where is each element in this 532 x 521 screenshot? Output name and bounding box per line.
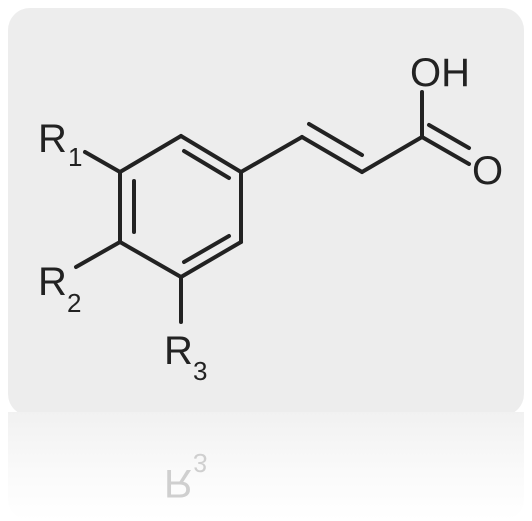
- r3-subscript: 3: [193, 356, 207, 386]
- carbonyl-bond-outer: [420, 135, 471, 166]
- ring-inner-bond-1: [182, 149, 231, 180]
- chain-double-bond-outer: [300, 135, 364, 174]
- benzene-ring: [118, 134, 243, 279]
- r3-letter: R: [164, 329, 193, 373]
- ring-bond-1: [179, 134, 243, 174]
- chain-bond-2: [360, 135, 424, 174]
- hydroxyl-label: OH: [410, 51, 470, 95]
- r2-subscript: 2: [67, 288, 81, 318]
- chain-bond-1: [239, 135, 304, 174]
- ring-bond-3: [179, 240, 243, 279]
- carbonyl-oxygen-label: O: [472, 149, 503, 193]
- r3-reflection-label: R 3: [164, 448, 207, 505]
- chain-double-bond-inner: [307, 122, 364, 157]
- r1-subscript: 1: [68, 142, 82, 172]
- acrylic-side-chain: [239, 90, 471, 174]
- r2-letter: R: [38, 260, 67, 304]
- ring-bond-6: [118, 134, 183, 174]
- r2-label: R 2: [38, 260, 81, 318]
- r2-bond: [74, 240, 122, 269]
- card-reflection: [8, 412, 524, 521]
- structure-card: [8, 8, 524, 416]
- r1-label: R 1: [38, 117, 82, 172]
- r3-label: R 3: [164, 329, 207, 386]
- r3-reflection-letter: R: [164, 461, 193, 505]
- r3-reflection-subscript: 3: [193, 448, 207, 478]
- ring-inner-bond-2: [182, 234, 231, 264]
- carbonyl-bond-inner: [427, 123, 471, 150]
- ring-bond-4: [118, 240, 183, 279]
- r1-bond: [83, 150, 122, 174]
- r1-letter: R: [38, 117, 67, 161]
